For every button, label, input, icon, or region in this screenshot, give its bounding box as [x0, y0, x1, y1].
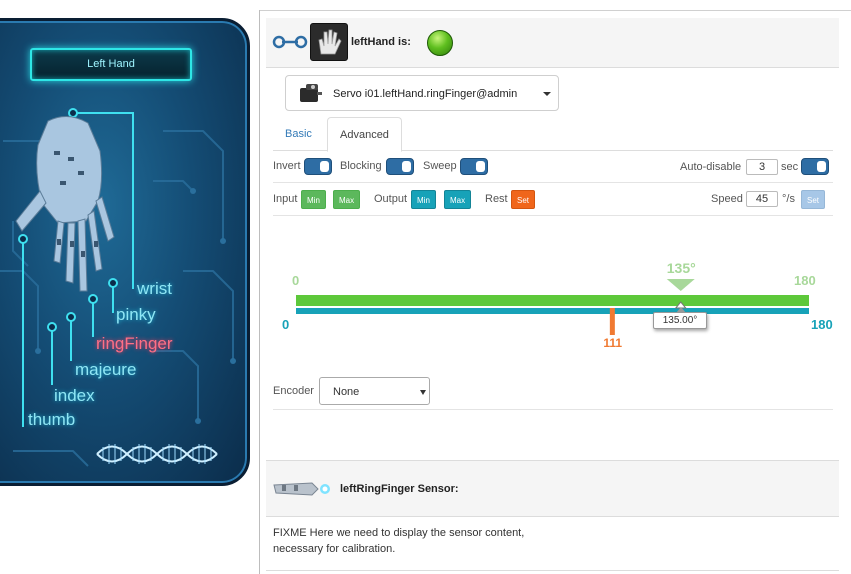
servo-slider[interactable]: 0 180 0 180 135° 111 135.00° [266, 250, 846, 360]
finger-connector-lines [18, 108, 134, 427]
hand-service-icon[interactable] [310, 23, 348, 61]
servo-select-dropdown[interactable]: Servo i01.leftHand.ringFinger@admin [285, 75, 559, 111]
output-label: Output [374, 193, 408, 205]
tab-advanced[interactable]: Advanced [327, 117, 402, 152]
hand-panel: Left Hand wrist pinky ringFinger majeure… [0, 18, 250, 486]
speed-label: Speed [711, 193, 743, 205]
chevron-down-icon [543, 92, 551, 96]
sensor-title: leftRingFinger Sensor: [340, 483, 459, 495]
auto-disable-unit: sec [781, 161, 799, 173]
output-max-button[interactable]: Max [444, 190, 472, 209]
finger-sensor-icon [273, 482, 330, 496]
servo-tabs: Basic Advanced [273, 117, 833, 152]
target-value-label: 135° [666, 260, 696, 276]
limits-row: Input Min Max Output Min Max Rest Set Sp… [273, 184, 833, 216]
dna-logo-icon [96, 444, 218, 464]
open-hand-icon [318, 29, 342, 55]
finger-label-thumb[interactable]: thumb [28, 410, 76, 429]
invert-toggle[interactable] [304, 158, 332, 175]
encoder-select[interactable]: None [319, 377, 430, 405]
sensor-header: leftRingFinger Sensor: [266, 460, 839, 517]
current-value-tooltip: 135.00° [653, 307, 707, 329]
slider-graphic [296, 279, 809, 335]
finger-label-index[interactable]: index [54, 386, 95, 405]
output-min-value: 0 [282, 317, 290, 332]
left-hand-button[interactable]: Left Hand [30, 48, 192, 81]
auto-disable-toggle[interactable] [801, 158, 829, 175]
panel-divider[interactable] [259, 10, 260, 574]
target-marker [666, 279, 695, 291]
encoder-row: Encoder None [273, 370, 833, 410]
speed-input[interactable]: 45 [746, 191, 778, 207]
robot-hand-image [15, 116, 115, 292]
finger-label-ring-finger[interactable]: ringFinger [96, 334, 173, 353]
finger-label-wrist[interactable]: wrist [137, 279, 172, 298]
auto-disable-label: Auto-disable [680, 161, 742, 173]
finger-label-majeure[interactable]: majeure [75, 360, 137, 379]
top-rule [260, 10, 851, 11]
servo-icon [300, 84, 322, 102]
speed-unit: °/s [782, 193, 795, 205]
input-max-value: 180 [794, 273, 816, 288]
rest-set-button[interactable]: Set [511, 190, 536, 209]
sweep-label: Sweep [423, 160, 457, 172]
output-min-button[interactable]: Min [411, 190, 436, 209]
rest-marker [609, 308, 615, 335]
speed-set-button[interactable]: Set [801, 190, 826, 209]
invert-label: Invert [273, 160, 301, 172]
bottom-rule [266, 570, 839, 571]
input-range-bar [296, 295, 809, 306]
service-name: leftHand is: [351, 36, 411, 48]
blocking-label: Blocking [340, 160, 382, 172]
output-max-value: 180 [811, 317, 833, 332]
rest-label: Rest [485, 193, 508, 205]
sweep-toggle[interactable] [460, 158, 488, 175]
chevron-down-icon [420, 390, 426, 395]
blocking-toggle[interactable] [386, 158, 414, 175]
rest-value-label: 111 [603, 336, 623, 350]
circuit-background [0, 130, 236, 467]
options-row: Invert Blocking Sweep Auto-disable 3 sec [273, 152, 833, 183]
servo-select-value: Servo i01.leftHand.ringFinger@admin [333, 88, 518, 100]
auto-disable-input[interactable]: 3 [746, 159, 778, 175]
tab-basic[interactable]: Basic [285, 128, 312, 140]
service-header: leftHand is: [266, 18, 839, 68]
sensor-body: FIXME Here we need to display the sensor… [273, 525, 833, 557]
encoder-select-value: None [333, 386, 360, 398]
sensor-body-line-1: FIXME Here we need to display the sensor… [273, 527, 525, 539]
input-label: Input [273, 193, 298, 205]
input-max-button[interactable]: Max [333, 190, 361, 209]
input-min-button[interactable]: Min [301, 190, 326, 209]
input-min-value: 0 [292, 273, 300, 288]
sensor-body-line-2: necessary for calibration. [273, 543, 396, 555]
finger-label-pinky[interactable]: pinky [116, 305, 156, 324]
status-indicator [427, 30, 453, 56]
link-icon[interactable] [272, 34, 308, 50]
encoder-label: Encoder [273, 385, 314, 397]
output-range-bar [296, 308, 809, 314]
